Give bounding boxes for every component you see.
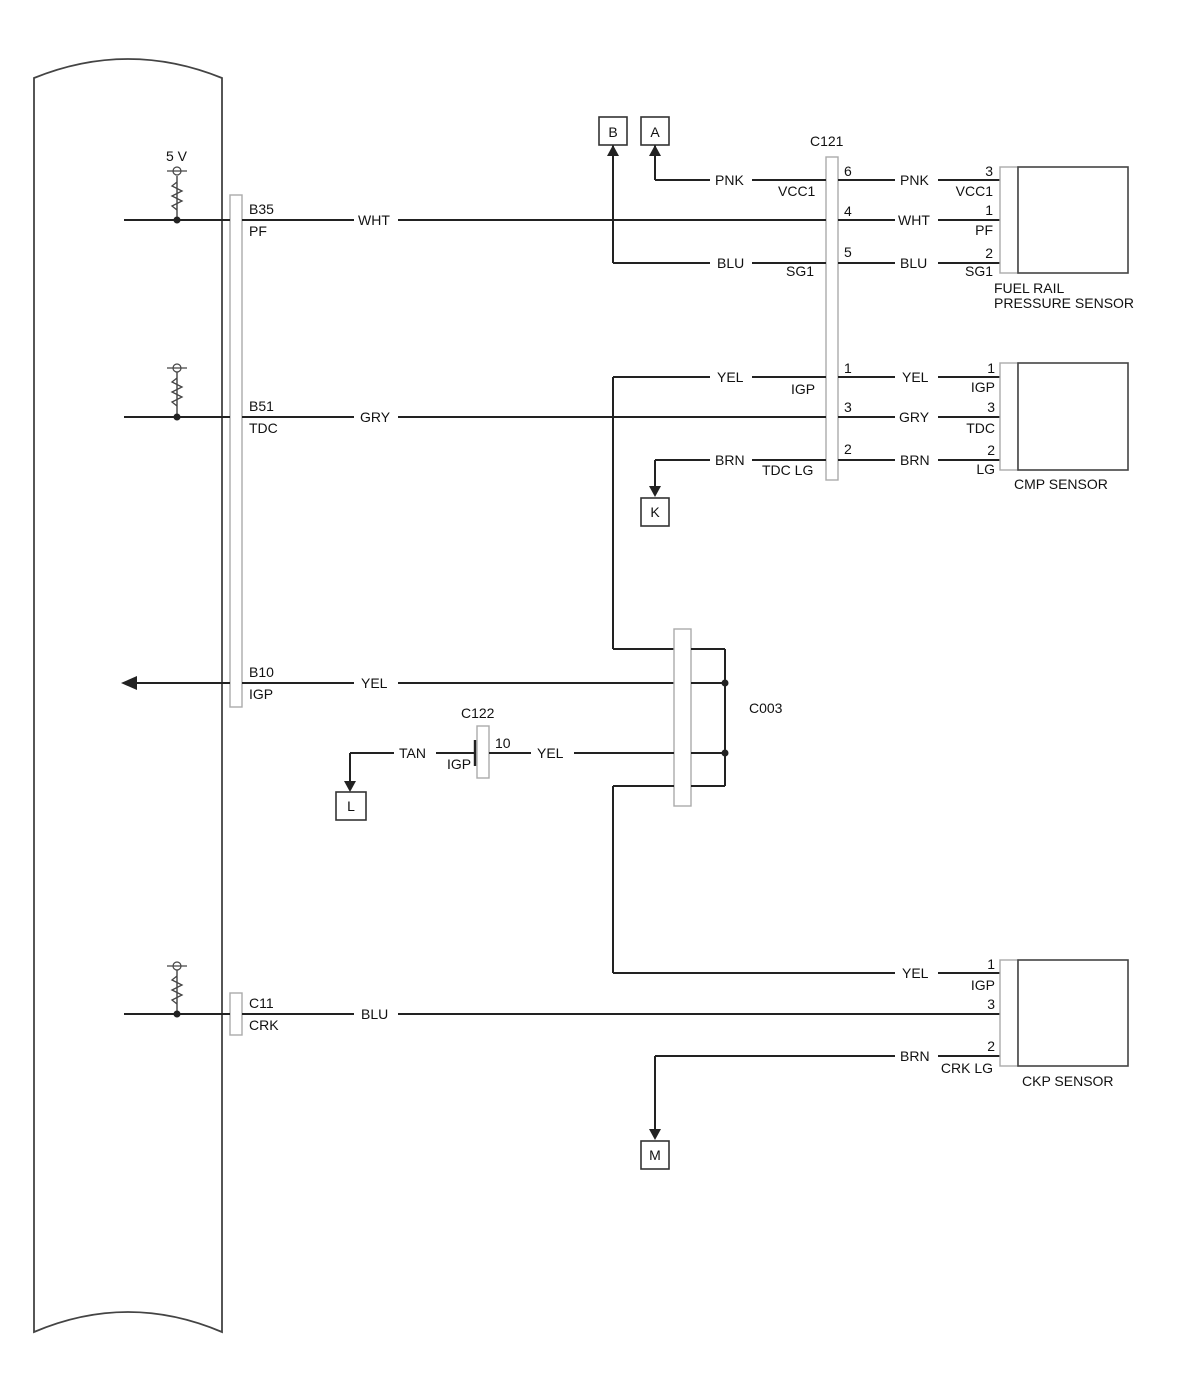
ref-label-b: B: [608, 124, 617, 140]
wire-color-sg1-sensor: BLU: [900, 255, 927, 271]
cmp-pin-num-2: 3: [987, 399, 995, 415]
ckp-pin-num-1: 1: [987, 956, 995, 972]
cmp-sensor-title: CMP SENSOR: [1014, 476, 1108, 492]
wire-tdclg: [654, 459, 1000, 488]
cmp-pin-num-1: 1: [987, 360, 995, 376]
ckp-connector: [999, 959, 1019, 1067]
ecm-body: [33, 58, 223, 1334]
c121-pin-vcc1: 6: [844, 163, 852, 179]
ckp-sensor-title: CKP SENSOR: [1022, 1073, 1114, 1089]
wire-color-vcc1: PNK: [715, 172, 744, 188]
c121-pin-pf: 4: [844, 203, 852, 219]
cmp-pin-num-3: 2: [987, 442, 995, 458]
wire-color-tan: TAN: [399, 745, 426, 761]
wire-color-crklg: BRN: [900, 1048, 930, 1064]
ref-box-k: [640, 497, 670, 527]
pin-name-tdc: TDC: [249, 420, 278, 436]
wire-color-tdc: GRY: [360, 409, 391, 425]
wire-color-tdc-sensor: GRY: [899, 409, 930, 425]
wire-igp-ckp: [612, 785, 1000, 974]
wire-crklg: [654, 1055, 1000, 1131]
connector-c122-label: C122: [461, 705, 495, 721]
connector-c121-label: C121: [810, 133, 844, 149]
pin-number-c11: C11: [249, 995, 274, 1011]
signal-label-sg1: SG1: [786, 263, 814, 279]
wire-color-pf-sensor: WHT: [898, 212, 930, 228]
cmp-pin-sig-3: LG: [976, 461, 995, 477]
wire-color-crk: BLU: [361, 1006, 388, 1022]
cmp-connector: [999, 362, 1019, 471]
fuel-rail-sensor-title-1: FUEL RAIL: [994, 280, 1064, 296]
wire-color-tdclg: BRN: [715, 452, 745, 468]
fuel-rail-pin-sig-3: SG1: [965, 263, 993, 279]
ref-label-k: K: [650, 504, 660, 520]
ref-box-l: [335, 791, 367, 821]
c003-internal-jumper: [691, 648, 729, 787]
ref-box-m: [640, 1140, 670, 1170]
ckp-sensor: [1017, 959, 1129, 1067]
fuel-rail-pin-num-3: 2: [985, 245, 993, 261]
ref-label-a: A: [650, 124, 660, 140]
fuel-rail-connector: [999, 166, 1019, 274]
ref-box-a: [640, 116, 670, 146]
wire-color-igp-ckp: YEL: [902, 965, 929, 981]
pin-number-b35: B35: [249, 201, 274, 217]
pin-number-b51: B51: [249, 398, 274, 414]
ckp-pin-sig-3: CRK LG: [941, 1060, 993, 1076]
supply-voltage-label: 5 V: [166, 148, 188, 164]
ref-label-m: M: [649, 1147, 661, 1163]
igp-output-arrow: [121, 676, 137, 690]
ecm-connector-c: [229, 992, 243, 1036]
connector-c121: [825, 156, 839, 481]
wire-color-igp-cmp: YEL: [717, 369, 744, 385]
c121-pin-igp: 1: [844, 360, 852, 376]
pin-number-b10: B10: [249, 664, 274, 680]
wire-igp-cmp: [612, 376, 1000, 650]
fuel-rail-pin-sig-1: VCC1: [956, 183, 994, 199]
wire-color-tdclg-sensor: BRN: [900, 452, 930, 468]
ecm-connector-b: [229, 194, 243, 708]
c121-pin-sg1: 5: [844, 244, 852, 260]
ckp-pin-num-2: 3: [987, 996, 995, 1012]
c121-pin-tdc: 3: [844, 399, 852, 415]
wire-color-igp: YEL: [361, 675, 388, 691]
ref-label-l: L: [347, 798, 355, 814]
fuel-rail-pin-num-2: 1: [985, 202, 993, 218]
signal-label-igp: IGP: [791, 381, 815, 397]
fuel-rail-pin-sig-2: PF: [975, 222, 993, 238]
pin-name-crk: CRK: [249, 1017, 279, 1033]
cmp-pin-sig-2: TDC: [966, 420, 995, 436]
wire-sg1: [612, 145, 1000, 264]
ckp-pin-num-3: 2: [987, 1038, 995, 1054]
connector-c003-label: C003: [749, 700, 783, 716]
fuel-rail-pin-num-1: 3: [985, 163, 993, 179]
wire-color-igp-cmp-sensor: YEL: [902, 369, 929, 385]
wire-color-igp-c122: YEL: [537, 745, 564, 761]
wire-color-vcc1-sensor: PNK: [900, 172, 929, 188]
c122-signal-label: IGP: [447, 756, 471, 772]
connector-c003: [673, 628, 692, 807]
cmp-pin-sig-1: IGP: [971, 379, 995, 395]
fuel-rail-sensor-title-2: PRESSURE SENSOR: [994, 295, 1134, 311]
signal-label-vcc1: VCC1: [778, 183, 816, 199]
pin-name-igp: IGP: [249, 686, 273, 702]
wire-color-pf: WHT: [358, 212, 390, 228]
c121-pin-tdclg: 2: [844, 441, 852, 457]
pin-name-pf: PF: [249, 223, 267, 239]
c122-pin-number: 10: [495, 735, 511, 751]
wire-color-sg1: BLU: [717, 255, 744, 271]
signal-label-tdclg: TDC LG: [762, 462, 813, 478]
ckp-pin-sig-1: IGP: [971, 977, 995, 993]
connector-c122: [476, 725, 490, 779]
wire-tan: [349, 740, 477, 782]
ref-box-b: [598, 116, 628, 146]
cmp-sensor: [1017, 362, 1129, 471]
fuel-rail-pressure-sensor: [1017, 166, 1129, 274]
